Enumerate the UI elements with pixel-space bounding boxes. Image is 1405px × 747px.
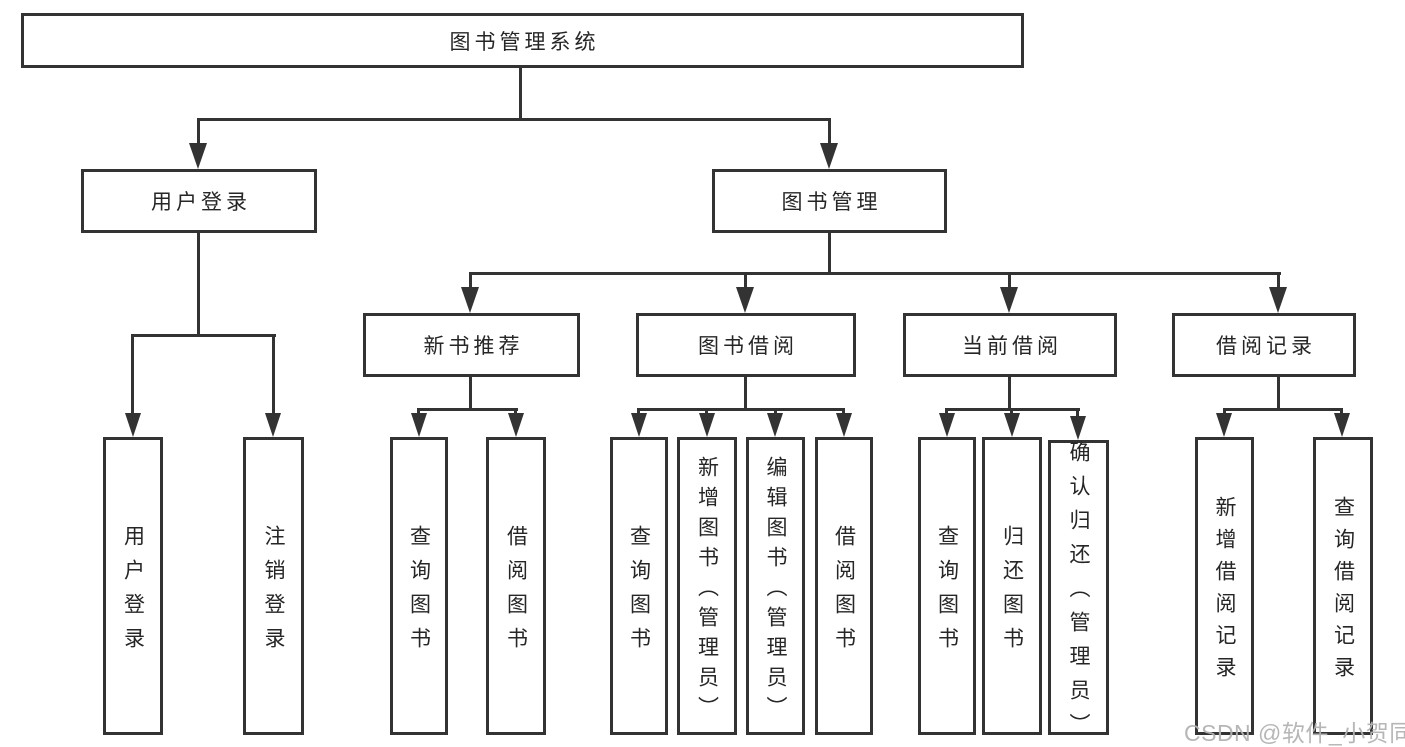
connector-line [1076,408,1079,418]
leaf-newrec-borrow-books-label: 借阅图书 [504,524,528,661]
arrow-down-icon [836,413,852,437]
leaf-current-confirm-return-admin: 确认归还（管理员） [1048,440,1109,747]
leaf-records-query-record: 查询借阅记录 [1313,437,1373,735]
arrow-down-icon [1269,287,1287,313]
leaf-current-confirm-return-admin-label: 确认归还（管理员） [1067,441,1090,747]
connector-line [272,334,275,416]
arrow-down-icon [820,143,838,169]
connector-line [197,233,200,334]
connector-line [1010,408,1013,416]
node-book-borrowing: 图书借阅 [636,313,856,377]
node-new-book-recommend-label: 新书推荐 [423,335,524,358]
arrow-down-icon [939,413,955,437]
connector-line [1277,377,1280,408]
arrow-down-icon [265,413,281,437]
connector-line [469,377,472,408]
leaf-current-query-books: 查询图书 [918,437,976,735]
connector-line [1223,408,1343,411]
connector-line [417,408,518,411]
connector-line [744,377,747,408]
leaf-borrowing-edit-books-admin-label: 编辑图书（管理员） [764,455,787,726]
connector-line [469,272,1281,275]
arrow-down-icon [125,413,141,437]
connector-line [131,334,134,416]
connector-line [1223,408,1226,416]
arrow-down-icon [1216,413,1232,437]
arrow-down-icon [736,287,754,313]
connector-line [828,118,831,146]
arrow-down-icon [631,413,647,437]
arrow-down-icon [767,413,783,437]
connector-line [197,118,831,121]
connector-line [774,408,777,416]
connector-line [1277,272,1280,290]
leaf-borrowing-edit-books-admin: 编辑图书（管理员） [746,437,805,735]
leaf-borrowing-query-books: 查询图书 [610,437,668,735]
node-book-borrowing-label: 图书借阅 [698,335,798,358]
connector-line [842,408,845,416]
leaf-borrowing-borrow-books-label: 借阅图书 [832,524,856,661]
connector-line [637,408,845,411]
arrow-down-icon [699,413,715,437]
leaf-current-return-books-label: 归还图书 [1000,524,1024,661]
leaf-records-query-record-label: 查询借阅记录 [1331,495,1355,688]
node-borrow-records: 借阅记录 [1172,313,1356,377]
node-book-management: 图书管理 [712,169,947,233]
leaf-current-return-books: 归还图书 [982,437,1042,735]
leaf-borrowing-query-books-label: 查询图书 [627,524,651,661]
connector-line [519,68,522,118]
node-borrow-records-label: 借阅记录 [1216,335,1316,358]
connector-line [1008,377,1011,408]
arrow-down-icon [461,287,479,313]
connector-line [945,408,948,416]
node-user-login: 用户登录 [81,169,317,233]
connector-line [1008,272,1011,290]
connector-line [514,408,517,416]
node-current-borrowing-label: 当前借阅 [962,335,1062,358]
connector-line [744,272,747,290]
watermark: CSDN @软件_小贺同学 [1184,720,1405,746]
arrow-down-icon [189,143,207,169]
arrow-down-icon [1004,413,1020,437]
leaf-logout: 注销登录 [243,437,304,735]
leaf-borrowing-add-books-admin: 新增图书（管理员） [677,437,737,735]
connector-line [197,118,200,146]
leaf-user-login: 用户登录 [103,437,163,735]
leaf-current-query-books-label: 查询图书 [935,524,959,661]
leaf-logout-label: 注销登录 [262,524,285,661]
connector-line [131,334,276,337]
arrow-down-icon [508,413,524,437]
node-new-book-recommend: 新书推荐 [363,313,580,377]
node-user-login-label: 用户登录 [151,191,251,214]
leaf-records-add-record-label: 新增借阅记录 [1213,495,1236,688]
leaf-newrec-borrow-books: 借阅图书 [486,437,546,735]
leaf-newrec-query-books-label: 查询图书 [407,524,431,661]
node-root: 图书管理系统 [21,13,1024,68]
leaf-borrowing-add-books-admin-label: 新增图书（管理员） [695,455,719,726]
leaf-borrowing-borrow-books: 借阅图书 [815,437,873,735]
leaf-newrec-query-books: 查询图书 [390,437,448,735]
connector-line [637,408,640,416]
connector-line [705,408,708,416]
connector-line [828,233,831,272]
leaf-user-login-label: 用户登录 [121,524,145,661]
arrow-down-icon [1000,287,1018,313]
node-root-label: 图书管理系统 [449,30,600,54]
arrow-down-icon [1070,416,1086,440]
connector-line [469,272,472,290]
node-current-borrowing: 当前借阅 [903,313,1117,377]
connector-line [1340,408,1343,416]
connector-line [417,408,420,416]
arrow-down-icon [1334,413,1350,437]
node-book-management-label: 图书管理 [781,191,882,214]
leaf-records-add-record: 新增借阅记录 [1195,437,1254,735]
arrow-down-icon [411,413,427,437]
